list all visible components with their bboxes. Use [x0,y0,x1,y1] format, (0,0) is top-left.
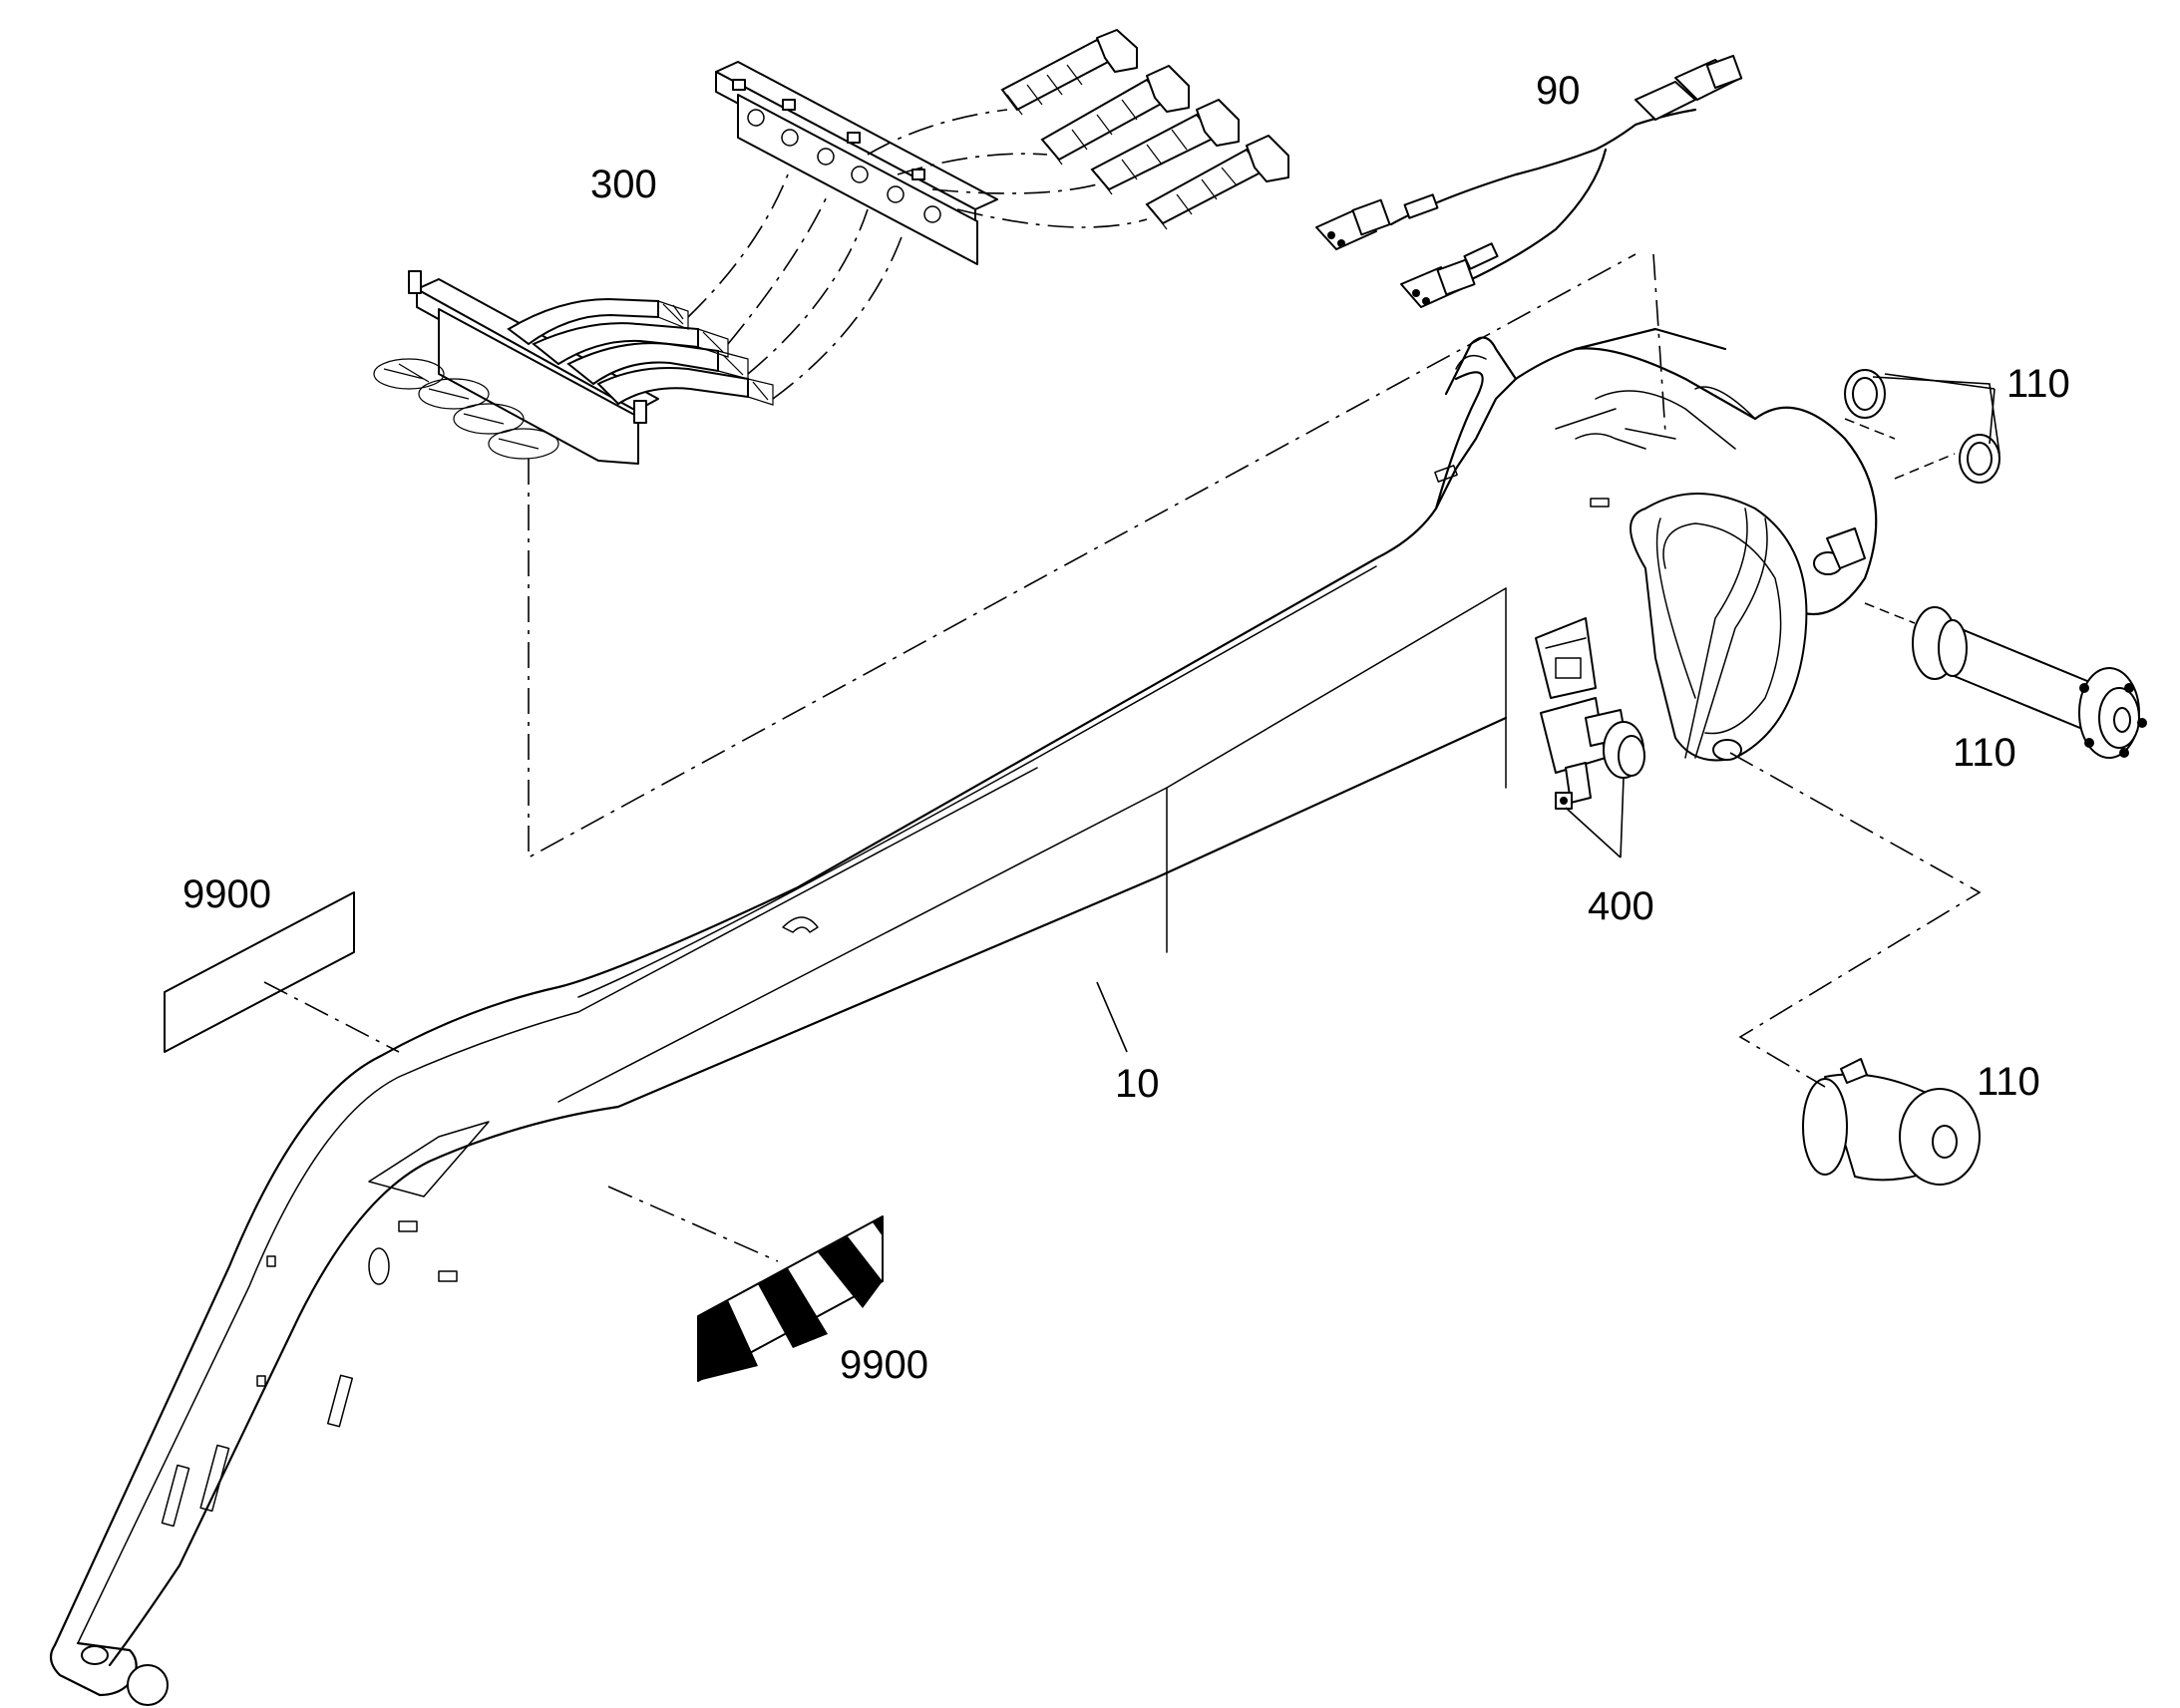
arm-body [49,327,1878,1706]
leader-110-washers [1872,376,2000,455]
part-110-pin-assembly [1729,369,2147,1186]
part-400-sensor [1540,697,1645,810]
leader-400 [1565,777,1625,858]
part-90-cable-harness [1315,54,1743,435]
assembly-line-300 [528,253,1636,859]
callout-10: 10 [1115,1062,1160,1106]
callout-90: 90 [1536,69,1581,113]
leader-10 [1096,981,1128,1053]
callout-110-short-pin: 110 [1977,1060,2040,1104]
callout-110-pin: 110 [1953,731,2016,775]
part-300-hose-manifold [373,29,1289,465]
callout-400: 400 [1588,884,1654,928]
callout-300: 300 [590,163,657,206]
callout-9900-warning: 9900 [840,1343,928,1387]
callout-110-washers: 110 [2006,362,2070,406]
callout-9900-label: 9900 [182,872,271,916]
part-9900-decals [164,891,884,1382]
